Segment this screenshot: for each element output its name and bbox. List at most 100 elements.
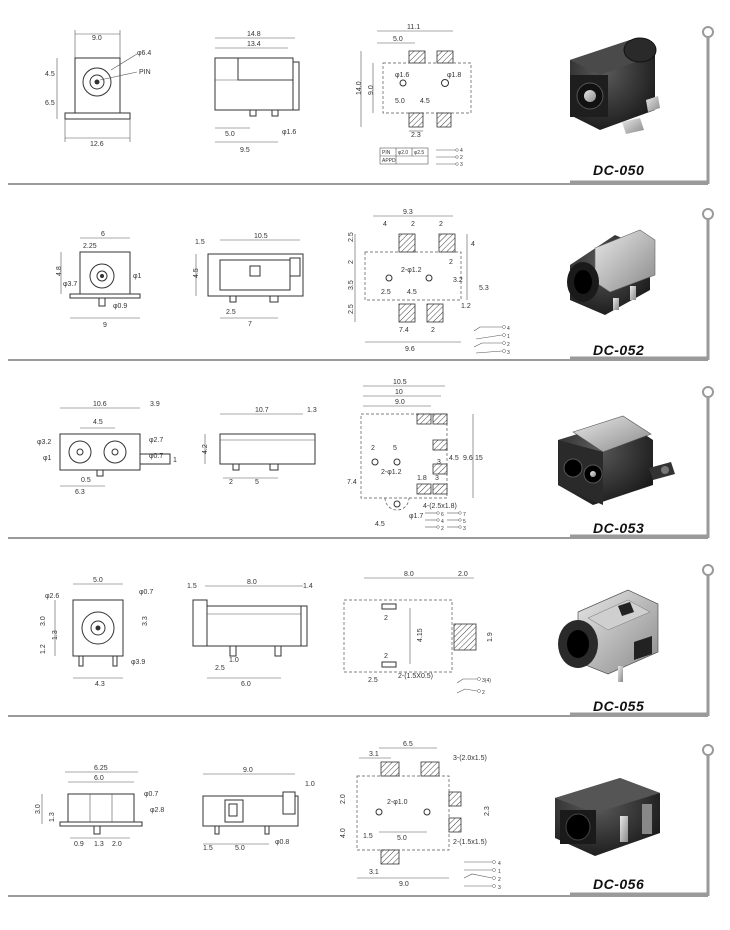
svg-text:1.3: 1.3 [52,630,59,640]
svg-text:1: 1 [507,334,510,340]
svg-text:9.0: 9.0 [243,767,253,774]
svg-text:φ3.7: φ3.7 [63,281,77,288]
svg-text:3.3: 3.3 [142,616,149,626]
svg-text:3: 3 [498,885,501,891]
row-separator [8,382,720,547]
product-photo [550,768,670,873]
svg-text:4.5: 4.5 [45,71,55,78]
model-label: DC-055 [593,698,645,714]
svg-text:8.0: 8.0 [404,571,414,578]
svg-text:5.0: 5.0 [395,98,405,105]
row-separator [8,22,720,193]
svg-text:9.6: 9.6 [463,455,473,462]
row-separator [8,204,720,369]
svg-text:2: 2 [507,342,510,348]
product-photo [555,220,665,335]
svg-text:2: 2 [460,155,463,161]
svg-text:1.3: 1.3 [94,841,104,848]
svg-text:4: 4 [507,326,510,332]
svg-text:5.0: 5.0 [235,845,245,852]
model-label: DC-056 [593,876,645,892]
svg-text:6.0: 6.0 [241,681,251,688]
front-view-drawing: 5.0 φ2.6 φ0.7 3.0 1.3 1.2 3.3 φ3.9 4.3 [35,577,160,688]
svg-text:1.2: 1.2 [461,303,471,310]
svg-text:6: 6 [101,231,105,238]
svg-text:2: 2 [482,690,485,696]
svg-text:APPD: APPD [382,158,396,164]
svg-text:2: 2 [498,877,501,883]
svg-text:3(4): 3(4) [482,678,491,684]
svg-text:4.5: 4.5 [407,289,417,296]
svg-text:1.9: 1.9 [487,632,494,642]
svg-text:1.5: 1.5 [203,845,213,852]
svg-text:3.9: 3.9 [150,401,160,408]
svg-text:3: 3 [437,459,441,466]
svg-text:9.0: 9.0 [92,35,102,42]
svg-text:φ3.9: φ3.9 [131,659,145,666]
svg-text:φ2.5: φ2.5 [414,150,424,156]
svg-text:1.3: 1.3 [49,812,56,822]
model-label: DC-052 [593,342,645,358]
svg-text:6.3: 6.3 [75,489,85,496]
svg-text:10.7: 10.7 [255,407,269,414]
svg-text:5.3: 5.3 [479,285,489,292]
svg-text:5.0: 5.0 [393,36,403,43]
svg-text:2.25: 2.25 [83,243,97,250]
svg-text:10.5: 10.5 [254,233,268,240]
svg-text:φ1: φ1 [133,273,142,280]
side-view-drawing: 1.5 10.5 4.5 2.5 7 [190,232,315,332]
svg-text:5.0: 5.0 [225,131,235,138]
svg-text:φ2.0: φ2.0 [398,150,408,156]
svg-text:2.3: 2.3 [411,132,421,139]
side-view-drawing: 1.5 8.0 1.4 1.0 2.5 6.0 [185,578,320,688]
svg-text:4.5: 4.5 [93,419,103,426]
svg-text:φ1: φ1 [43,455,52,462]
svg-text:3: 3 [507,350,510,356]
svg-text:4.5: 4.5 [420,98,430,105]
svg-text:10.6: 10.6 [93,401,107,408]
svg-text:4-(2.5x1.8): 4-(2.5x1.8) [423,503,457,510]
front-view-drawing: 10.6 3.9 4.5 φ3.2 φ1 φ2.7 φ0.7 1 0.5 6.3 [35,401,180,497]
svg-text:15: 15 [475,455,483,462]
product-row-dc055: 5.0 φ2.6 φ0.7 3.0 1.3 1.2 3.3 φ3.9 4.3 1… [0,550,730,722]
svg-text:3.1: 3.1 [369,869,379,876]
svg-text:6.5: 6.5 [45,100,55,107]
svg-text:2: 2 [229,479,233,486]
svg-text:2: 2 [384,653,388,660]
svg-text:1.5: 1.5 [363,833,373,840]
pin-diagram: 3(4) 2 [455,677,495,699]
svg-text:2-(1.5x1.5): 2-(1.5x1.5) [453,839,487,846]
svg-text:1: 1 [498,869,501,875]
svg-text:2.0: 2.0 [458,571,468,578]
svg-text:PIN: PIN [382,150,391,156]
svg-text:11.1: 11.1 [407,24,420,31]
svg-text:4.5: 4.5 [375,521,385,528]
svg-text:3.0: 3.0 [35,804,42,814]
svg-text:2-(1.5X0.5): 2-(1.5X0.5) [398,673,433,680]
svg-text:2: 2 [371,445,375,452]
svg-text:1.5: 1.5 [187,583,197,590]
model-label: DC-050 [593,162,645,178]
pcb-layout-drawing: 10.5 10 9.0 2 5 2-φ1.2 3 4.5 9.6 15 7.4 … [345,379,495,540]
svg-text:φ1.8: φ1.8 [447,72,461,79]
svg-text:φ2.8: φ2.8 [150,807,164,814]
product-photo [548,582,668,697]
svg-text:φ2.6: φ2.6 [45,593,59,600]
svg-text:1.2: 1.2 [40,644,47,654]
svg-text:1.3: 1.3 [307,407,317,414]
svg-text:9: 9 [103,322,107,329]
svg-text:2.3: 2.3 [484,806,491,816]
front-view-drawing: 9.0 φ6.4 PIN 4.5 6.5 12.6 [45,30,165,155]
svg-text:2: 2 [348,260,355,264]
pin-diagram: 4 1 2 3 [472,325,512,361]
svg-text:2: 2 [439,221,443,228]
svg-text:9.6: 9.6 [405,346,415,353]
svg-text:φ2.7: φ2.7 [149,437,163,444]
svg-text:4: 4 [441,519,444,525]
svg-text:8.0: 8.0 [247,579,257,586]
svg-text:9.3: 9.3 [403,209,413,216]
svg-text:2.0: 2.0 [112,841,122,848]
svg-text:4.5: 4.5 [193,268,200,278]
svg-text:4.8: 4.8 [56,266,63,276]
pin-diagram: 4 1 2 3 [462,858,507,892]
